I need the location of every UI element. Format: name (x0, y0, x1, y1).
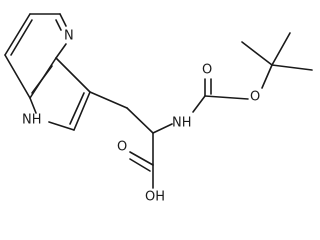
bond-cacid-o-double-inner (129, 158, 151, 172)
pyrrole-ring (29, 57, 91, 131)
bond-c7-c6 (4, 13, 31, 56)
bond-cquat-methyl-left (241, 41, 273, 66)
atom-nh-carbamate: NH (172, 116, 192, 131)
atom-labels: N NH O O NH O OH (22, 29, 260, 205)
bond-n4-c3a (55, 43, 67, 59)
atom-n-pyridine: N (64, 29, 74, 44)
bond-c3a-c7a-inner (31, 65, 53, 94)
bond-cquat-methyl-up (271, 32, 291, 66)
bond-c3-cbeta (89, 91, 128, 109)
side-chain (89, 91, 173, 166)
bond-c3a-c3 (55, 57, 91, 93)
pyridine-ring (4, 13, 67, 99)
bond-cbeta-calpha (126, 107, 154, 134)
bond-ccarbonyl-oester (204, 95, 249, 100)
atom-nh-pyrrole: NH (22, 113, 42, 128)
bond-c3-c2-inner (69, 92, 85, 125)
atom-o-carbamate-carbonyl: O (202, 63, 212, 78)
bond-c3-c2 (73, 91, 91, 131)
bond-c5-n4 (59, 13, 67, 27)
bond-c7a-c7 (4, 54, 31, 99)
atom-oh-acid: OH (145, 190, 165, 205)
bond-c2-n1 (48, 121, 75, 131)
bond-calpha-nh (152, 123, 173, 134)
carboxylic-acid (129, 151, 154, 189)
structure-canvas: N NH O O NH O OH (4, 13, 313, 205)
atom-o-acid-carbonyl: O (117, 140, 127, 155)
bond-c5-n4-inner (55, 19, 62, 31)
boc-azatryptophan-structure: N NH O O NH O OH (4, 13, 313, 205)
bond-cquat-methyl-right (271, 64, 313, 71)
bond-c7-c6-inner (10, 19, 33, 56)
atom-o-carbamate-ester: O (250, 90, 260, 105)
bond-oester-cquat (261, 64, 273, 89)
bond-nh-ccarbonyl (192, 95, 206, 113)
boc-carbamate (192, 32, 313, 113)
bond-n1-c7a (29, 97, 37, 114)
bond-cacid-o-double (129, 151, 154, 166)
